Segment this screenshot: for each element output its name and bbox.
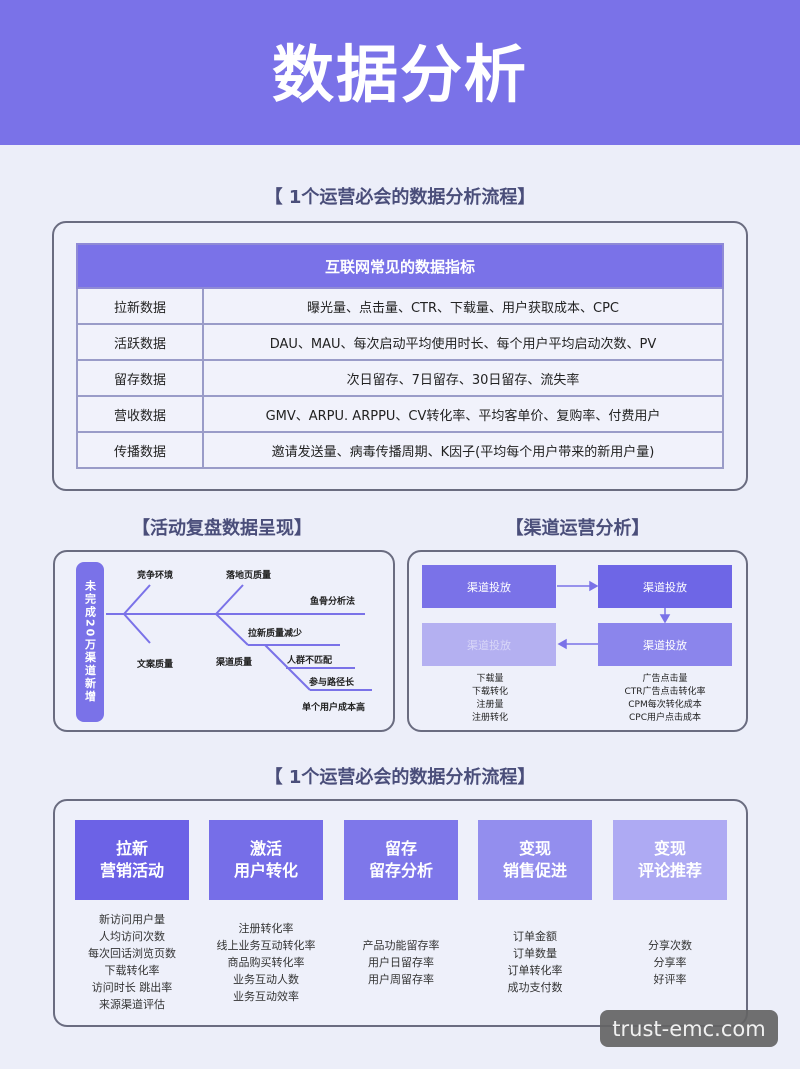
metric-item: 下载量 (476, 674, 504, 684)
metric-item: 注册转化 (471, 713, 508, 723)
channel-box-4: 渠道投放 (422, 623, 556, 666)
flow-step-monetization: 变现 销售促进 (478, 820, 592, 900)
step-title: 变现 (518, 839, 551, 858)
metric-item: 来源渠道评估 (99, 998, 165, 1011)
step-subtitle: 留存分析 (368, 861, 433, 880)
table-row: 留存数据次日留存、7日留存、30日留存、流失率 (76, 359, 724, 397)
table-row: 拉新数据曝光量、点击量、CTR、下载量、用户获取成本、CPC (76, 287, 724, 325)
label-landing-quality: 落地页质量 (226, 571, 272, 581)
label-competition: 竞争环境 (137, 571, 174, 581)
metric-item: 新访问用户量 (99, 913, 165, 926)
metric-item: 注册转化率 (238, 922, 294, 935)
metric-item: 线上业务互动转化率 (216, 939, 316, 952)
metric-item: 订单数量 (513, 947, 557, 960)
metric-item: CTR广告点击转化率 (624, 687, 706, 697)
row-metrics: DAU、MAU、每次启动平均使用时长、每个用户平均启动次数、PV (202, 323, 724, 361)
channel-right-metrics: 广告点击量 CTR广告点击转化率 CPM每次转化成本 CPC用户点击成本 (615, 673, 715, 725)
metrics-table: 互联网常见的数据指标 拉新数据曝光量、点击量、CTR、下载量、用户获取成本、CP… (76, 243, 724, 469)
metric-item: 业务互动效率 (233, 990, 299, 1003)
metric-item: 下载转化率 (104, 964, 160, 977)
flow-step-activation: 激活 用户转化 (209, 820, 323, 900)
metric-item: 广告点击量 (642, 674, 688, 684)
label-copy-quality: 文案质量 (137, 660, 174, 670)
step-title: 变现 (653, 839, 686, 858)
row-category: 活跃数据 (76, 323, 204, 361)
fishbone-spine-label: 未完成20万渠道新增 (76, 562, 104, 722)
flow-step-acquisition: 拉新 营销活动 (75, 820, 189, 900)
metric-item: 用户日留存率 (368, 956, 434, 969)
channel-box-1: 渠道投放 (422, 565, 556, 608)
arrow-down-icon (659, 614, 671, 624)
metric-item: 访问时长 跳出率 (91, 981, 173, 994)
metric-item: 分享率 (653, 956, 687, 969)
watermark: trust-emc.com (600, 1010, 778, 1047)
metric-item: 注册量 (476, 700, 504, 710)
table-row: 传播数据邀请发送量、病毒传播周期、K因子(平均每个用户带来的新用户量) (76, 431, 724, 469)
flow-metrics-retention: 产品功能留存率 用户日留存率 用户周留存率 (341, 937, 461, 988)
metric-item: CPC用户点击成本 (629, 713, 701, 723)
arrow-left-icon (557, 638, 567, 650)
metric-item: 产品功能留存率 (362, 939, 440, 952)
step-title: 激活 (249, 839, 282, 858)
label-high-cost: 单个用户成本高 (302, 703, 366, 713)
metric-item: 商品购买转化率 (227, 956, 305, 969)
metric-item: 人均访问次数 (99, 930, 165, 943)
step-title: 拉新 (115, 839, 148, 858)
section-title-channel: 【渠道运营分析】 (505, 518, 650, 539)
section-title-metrics: 【 1个运营必会的数据分析流程】 (264, 187, 536, 208)
section-title-flow: 【 1个运营必会的数据分析流程】 (264, 767, 536, 788)
label-fishbone-method: 鱼骨分析法 (310, 597, 356, 607)
metric-item: 好评率 (653, 973, 687, 986)
channel-left-metrics: 下载量 下载转化 注册量 注册转化 (460, 673, 520, 725)
row-category: 传播数据 (76, 431, 204, 469)
metric-item: 订单金额 (513, 930, 557, 943)
label-long-path: 参与路径长 (309, 678, 355, 688)
flow-metrics-activation: 注册转化率 线上业务互动转化率 商品购买转化率 业务互动人数 业务互动效率 (206, 920, 326, 1005)
flow-step-retention: 留存 留存分析 (344, 820, 458, 900)
row-category: 拉新数据 (76, 287, 204, 325)
channel-box-3: 渠道投放 (598, 623, 732, 666)
page-title: 数据分析 (271, 37, 528, 111)
flow-metrics-referral: 分享次数 分享率 好评率 (610, 937, 730, 988)
row-metrics: 曝光量、点击量、CTR、下载量、用户获取成本、CPC (202, 287, 724, 325)
channel-box-2: 渠道投放 (598, 565, 732, 608)
metric-item: 用户周留存率 (368, 973, 434, 986)
step-subtitle: 营销活动 (99, 861, 164, 880)
flow-step-referral: 变现 评论推荐 (613, 820, 727, 900)
page-header: 数据分析 (0, 0, 800, 145)
step-subtitle: 销售促进 (502, 861, 567, 880)
fishbone-panel (53, 550, 395, 732)
arrow-right-icon (589, 580, 599, 592)
row-metrics: GMV、ARPU. ARPPU、CV转化率、平均客单价、复购率、付费用户 (202, 395, 724, 433)
flow-metrics-monetization: 订单金额 订单数量 订单转化率 成功支付数 (475, 928, 595, 996)
metric-item: 下载转化 (471, 687, 508, 697)
table-header: 互联网常见的数据指标 (76, 243, 724, 289)
flow-metrics-acquisition: 新访问用户量 人均访问次数 每次回话浏览页数 下载转化率 访问时长 跳出率 来源… (72, 911, 192, 1013)
metric-item: 业务互动人数 (233, 973, 299, 986)
row-category: 留存数据 (76, 359, 204, 397)
label-audience-mismatch: 人群不匹配 (287, 656, 333, 666)
metric-item: CPM每次转化成本 (628, 700, 702, 710)
spine-label-text: 未完成20万渠道新增 (83, 580, 97, 704)
row-metrics: 邀请发送量、病毒传播周期、K因子(平均每个用户带来的新用户量) (202, 431, 724, 469)
row-category: 营收数据 (76, 395, 204, 433)
step-subtitle: 评论推荐 (637, 861, 702, 880)
metric-item: 每次回话浏览页数 (88, 947, 176, 960)
step-subtitle: 用户转化 (233, 861, 298, 880)
label-channel-quality: 渠道质量 (216, 658, 253, 668)
row-metrics: 次日留存、7日留存、30日留存、流失率 (202, 359, 724, 397)
metric-item: 订单转化率 (507, 964, 563, 977)
step-title: 留存 (384, 839, 417, 858)
section-title-fishbone: 【活动复盘数据呈现】 (132, 518, 312, 539)
metric-item: 成功支付数 (507, 981, 563, 994)
label-acquisition-drop: 拉新质量减少 (248, 629, 303, 639)
metric-item: 分享次数 (648, 939, 692, 952)
